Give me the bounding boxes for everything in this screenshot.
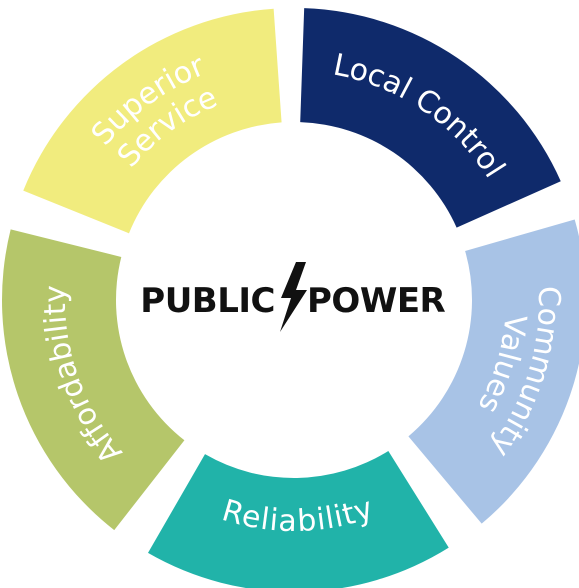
center-word-public: PUBLIC [140, 281, 275, 321]
segment-reliability [148, 450, 449, 588]
wheel-segments [1, 8, 579, 588]
lightning-bolt-icon [280, 262, 307, 332]
segment-local-control [300, 8, 561, 228]
center-logo: PUBLIC POWER [140, 262, 446, 332]
segment-affordability [1, 229, 185, 531]
segment-superior-service [23, 8, 282, 234]
center-word-power: POWER [307, 281, 446, 321]
segment-community-values [408, 219, 579, 524]
